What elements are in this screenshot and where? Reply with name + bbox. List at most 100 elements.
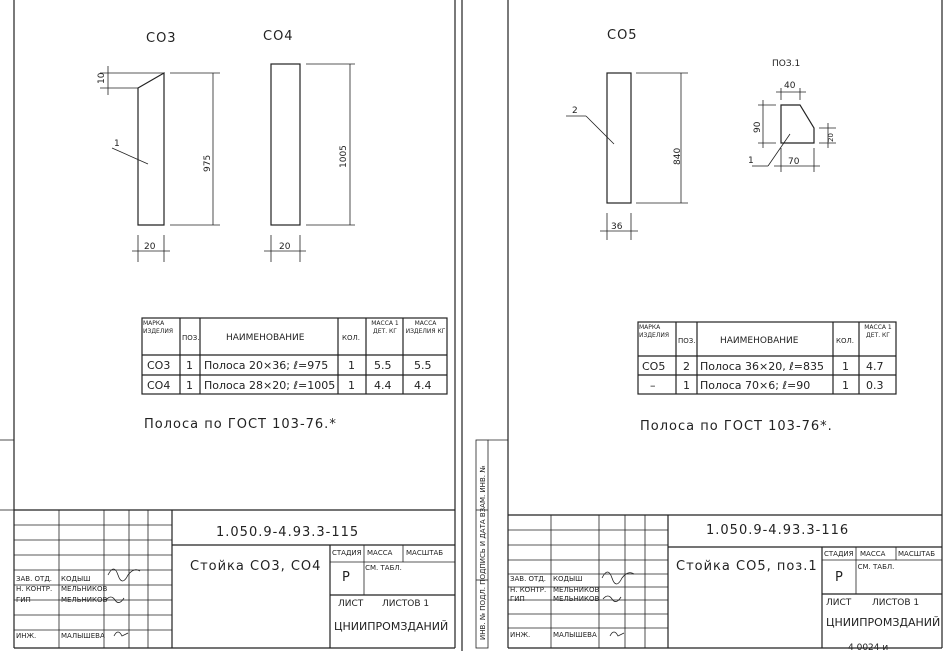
strip-co4 [270, 63, 301, 226]
r1-pos: 1 [186, 359, 193, 372]
l-name-2: МЕЛЬНИКОВ [61, 585, 108, 593]
r-name-1: КОДЫШ [553, 575, 583, 583]
r1-mark: СО3 [147, 359, 170, 372]
left-title-block: 1.050.9-4.93.3-115 Стойка СО3, СО4 СТАДИ… [14, 509, 455, 648]
rr2-name: Полоса 70×6; ℓ=90 [700, 379, 810, 392]
l-name-3: МЕЛЬНИКОВ [61, 596, 108, 604]
r1-m1: 5.5 [374, 359, 392, 372]
signature-r1 [601, 571, 635, 585]
right-stage: Р [835, 570, 844, 585]
r2-m2: 4.4 [414, 379, 432, 392]
rr1-m1: 4.7 [866, 360, 884, 373]
right-spec-table: МАРКА ИЗДЕЛИЯ ПОЗ. НАИМЕНОВАНИЕ КОЛ. МАС… [637, 321, 897, 395]
r1-name: Полоса 20×36; ℓ=975 [204, 359, 328, 372]
left-sheet: ЛИСТ [338, 599, 364, 609]
left-stage-h: СТАДИЯ [332, 549, 362, 557]
rr2-pos: 1 [683, 379, 690, 392]
l-role-4: ИНЖ. [16, 632, 36, 640]
right-note: Полоса по ГОСТ 103-76*. [640, 419, 833, 434]
leader-1: 1 [114, 139, 120, 149]
r1-qty: 1 [348, 359, 355, 372]
right-mass-h: МАССА [860, 550, 886, 558]
rth-m1: МАССА 1 ДЕТ. КГ [864, 324, 892, 339]
dim-90: 90 [753, 121, 763, 133]
left-mass-h: МАССА [367, 549, 393, 557]
leader-2: 2 [572, 106, 578, 116]
signature-1 [107, 568, 141, 582]
r2-m1: 4.4 [374, 379, 392, 392]
r2-name: Полоса 28×20; ℓ=1005 [204, 379, 335, 392]
right-code: 1.050.9-4.93.3-116 [706, 523, 849, 538]
r2-mark: СО4 [147, 379, 170, 392]
leader-1-right: 1 [748, 156, 754, 166]
rr2-mark: – [650, 379, 656, 392]
signature-r2 [602, 595, 622, 602]
r-role-1: ЗАВ. ОТД. [510, 575, 546, 583]
rr1-name: Полоса 36×20, ℓ=835 [700, 360, 824, 373]
label-co5: СО5 [607, 28, 638, 43]
dim-36: 36 [611, 222, 623, 232]
left-drawing: СО3 СО4 10 1 975 20 1005 20 [97, 29, 355, 262]
l-name-4: МАЛЫШЕВА [61, 632, 105, 640]
dim-20: 20 [827, 133, 835, 142]
th-mark: МАРКА ИЗДЕЛИЯ [143, 320, 173, 335]
rr1-mark: СО5 [642, 360, 665, 373]
dim-40: 40 [784, 81, 796, 91]
dim-840: 840 [673, 148, 683, 165]
r-role-2: Н. КОНТР. [510, 586, 546, 594]
dim-70: 70 [788, 157, 800, 167]
strip-co5 [606, 72, 632, 204]
label-co3: СО3 [146, 31, 177, 46]
rr2-m1: 0.3 [866, 379, 884, 392]
r-role-4: ИНЖ. [510, 631, 530, 639]
rth-qty: КОЛ. [836, 337, 854, 345]
th-name: НАИМЕНОВАНИЕ [226, 333, 305, 343]
right-title-block: 1.050.9-4.93.3-116 Стойка СО5, поз.1 СТА… [508, 514, 942, 648]
l-role-2: Н. КОНТР. [16, 585, 52, 593]
right-drawing: СО5 ПОЗ.1 840 2 36 40 90 20 70 1 [566, 28, 836, 240]
r-name-2: МЕЛЬНИКОВ [553, 586, 600, 594]
strip-co3 [137, 71, 165, 226]
side-stamp-text: ИНВ. № ПОДЛ. ПОДПИСЬ И ДАТА ВЗАМ. ИНВ. № [479, 466, 487, 640]
left-note: Полоса по ГОСТ 103-76.* [144, 417, 337, 432]
rth-pos: ПОЗ. [678, 337, 696, 345]
l-role-3: ГИП [16, 596, 31, 604]
rth-mark: МАРКА ИЗДЕЛИЯ [639, 324, 669, 339]
r1-m2: 5.5 [414, 359, 432, 372]
left-code: 1.050.9-4.93.3-115 [216, 525, 359, 540]
signature-3 [113, 631, 129, 637]
th-pos: ПОЗ. [182, 334, 200, 342]
left-sheets: ЛИСТОВ 1 [382, 599, 429, 609]
dim-1005: 1005 [339, 145, 349, 168]
right-mass: СМ. ТАБЛ. [857, 563, 895, 571]
r2-qty: 1 [348, 379, 355, 392]
left-title: Стойка СО3, СО4 [190, 559, 321, 574]
dim-10: 10 [97, 72, 107, 84]
left-mass: СМ. ТАБЛ. [365, 564, 402, 572]
th-m2: МАССА ИЗДЕЛИЯ КГ [405, 320, 446, 335]
plate-pos1 [780, 104, 815, 144]
dim-975: 975 [203, 155, 213, 172]
th-m1: МАССА 1 ДЕТ. КГ [371, 320, 399, 335]
right-sheets: ЛИСТОВ 1 [872, 598, 919, 608]
r-role-3: ГИП [510, 595, 525, 603]
dim-20b: 20 [279, 242, 291, 252]
right-title: Стойка СО5, поз.1 [676, 559, 818, 574]
l-role-1: ЗАВ. ОТД. [16, 575, 52, 583]
r2-pos: 1 [186, 379, 193, 392]
rr1-pos: 2 [683, 360, 690, 373]
right-org: ЦНИИПРОМЗДАНИЙ [826, 616, 940, 629]
left-spec-table: МАРКА ИЗДЕЛИЯ ПОЗ. НАИМЕНОВАНИЕ КОЛ. МАС… [141, 317, 448, 395]
left-scale-h: МАСШТАБ [406, 549, 443, 557]
rth-name: НАИМЕНОВАНИЕ [720, 336, 799, 346]
rr1-qty: 1 [842, 360, 849, 373]
right-stage-h: СТАДИЯ [824, 550, 854, 558]
bottom-code: 4 0024 и [848, 643, 888, 651]
right-side-stamp: ИНВ. № ПОДЛ. ПОДПИСЬ И ДАТА ВЗАМ. ИНВ. № [475, 439, 508, 649]
label-co4: СО4 [263, 29, 294, 44]
r-name-4: МАЛЫШЕВА [553, 631, 597, 639]
rr2-qty: 1 [842, 379, 849, 392]
l-name-1: КОДЫШ [61, 575, 91, 583]
